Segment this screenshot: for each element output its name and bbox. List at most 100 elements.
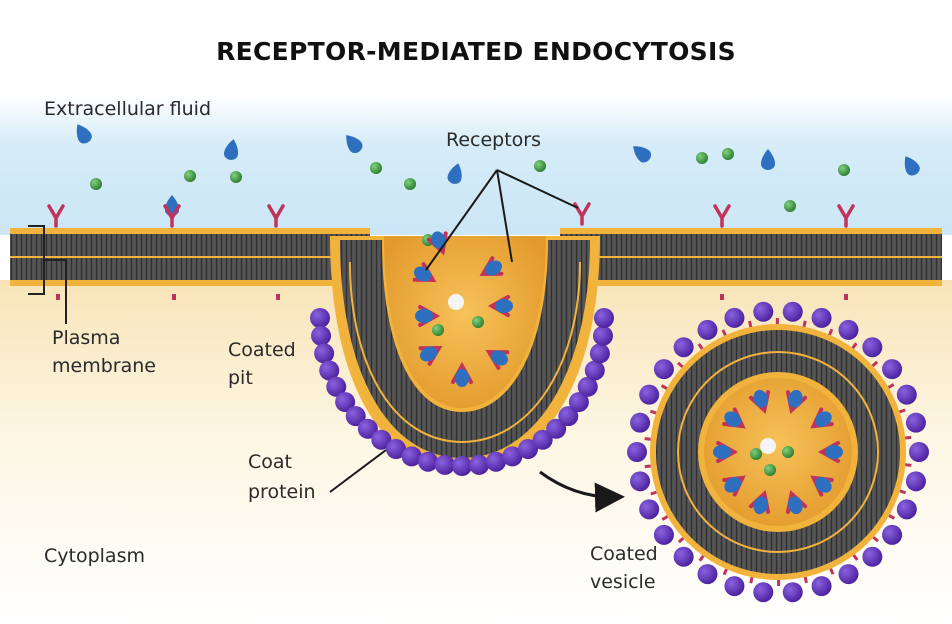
coat-protein-icon <box>485 451 506 472</box>
receptor-ligand-complex-icon <box>415 305 441 327</box>
coat-protein-icon <box>724 307 745 328</box>
ligand-drop-icon <box>633 146 652 163</box>
receptor-stub-icon <box>905 435 912 440</box>
coat-protein-icon <box>882 359 903 380</box>
ligand-sphere-icon <box>230 171 242 183</box>
coat-protein-icon <box>753 301 774 322</box>
coat-protein-icon <box>862 546 883 567</box>
coat-protein-icon <box>811 307 832 328</box>
ligand-drop-icon <box>904 156 920 176</box>
receptor-ligand-complex-icon <box>810 407 834 429</box>
ligand-drop-icon <box>346 135 363 154</box>
receptor-icon <box>713 204 731 228</box>
coat-protein-icon <box>584 360 605 381</box>
vesicle-receptor-ligand-complexes <box>713 389 843 515</box>
plasma-membrane-label-2: membrane <box>52 355 156 377</box>
receptor-icon <box>267 204 285 228</box>
receptor-ligand-complex-icon <box>713 441 739 463</box>
coated-vesicle <box>650 324 906 580</box>
ligand-white-icon <box>760 438 776 454</box>
ligand-sphere-icon <box>432 324 444 336</box>
receptor-stub-icon <box>749 577 754 584</box>
coat-protein-icon <box>653 524 674 545</box>
receptor-stub-icon <box>828 328 834 336</box>
coat-protein-icon <box>905 471 926 492</box>
coat-protein-icon <box>697 319 718 340</box>
coat-protein-icon <box>838 319 859 340</box>
receptor-ligand-complex-icon <box>451 361 473 387</box>
receptor-stub-icon <box>650 490 657 496</box>
receptor-stub-icon <box>722 568 728 576</box>
coat-protein-icon <box>532 429 553 450</box>
ligand-drop-icon <box>761 149 775 170</box>
receptor-stub-icon <box>661 515 669 521</box>
coat-protein-icon <box>311 325 332 346</box>
receptor-icon <box>837 204 855 228</box>
coat-proteins-pit <box>310 308 614 476</box>
coat-protein-icon <box>546 418 567 439</box>
ligand-sphere-icon <box>784 200 796 212</box>
extracellular-region <box>0 95 952 235</box>
coat-protein-icon <box>653 359 674 380</box>
receptor-icon <box>163 204 181 228</box>
receptor-pointer-lines <box>425 169 579 271</box>
coat-protein-icon <box>568 392 589 413</box>
ligand-sphere-icon <box>750 448 762 460</box>
diagram-title: RECEPTOR-MEDIATED ENDOCYTOSIS <box>216 37 736 66</box>
coat-protein-icon <box>314 343 335 364</box>
ligand-sphere-icon <box>764 464 776 476</box>
ligand-sphere-icon <box>370 162 382 174</box>
coat-protein-icon <box>335 392 356 413</box>
receptor-icon <box>47 204 65 228</box>
coat-protein-icon <box>862 337 883 358</box>
coat-protein-icon <box>517 439 538 460</box>
coated-pit-label-2: pit <box>228 367 253 389</box>
receptor-ligand-complex-icon <box>487 295 513 317</box>
coat-protein-icon <box>371 429 392 450</box>
coat-protein-icon <box>469 454 490 475</box>
ligand-drop-icon <box>223 139 239 160</box>
receptor-ligand-complex-icon <box>817 441 843 463</box>
coat-protein-icon <box>896 384 917 405</box>
coat-protein-icon <box>502 446 523 467</box>
coat-protein-icon <box>630 412 651 433</box>
transition-arrow <box>539 470 625 513</box>
coat-protein-icon <box>627 442 647 462</box>
coat-protein-icon <box>882 524 903 545</box>
coat-protein-icon <box>905 412 926 433</box>
receptor-ligand-complex-icon <box>485 349 510 370</box>
ligand-white-icon <box>448 294 464 310</box>
coat-protein-icon <box>811 576 832 597</box>
receptor-stub-icon <box>748 320 753 328</box>
coat-protein-icon <box>697 564 718 585</box>
coat-protein-icon <box>909 442 929 462</box>
coat-protein-pointer <box>329 449 387 493</box>
coat-protein-icon <box>401 446 422 467</box>
coat-protein-icon <box>418 451 439 472</box>
coat-protein-icon <box>673 337 694 358</box>
coat-protein-icon <box>357 418 378 439</box>
receptor-stub-icon <box>644 437 651 441</box>
receptor-tail-icon <box>56 294 60 300</box>
receptor-stub-icon <box>905 463 912 467</box>
ligand-sphere-icon <box>90 178 102 190</box>
receptor-stub-icon <box>649 409 657 415</box>
receptor-stub-icon <box>644 464 651 469</box>
coat-protein-icon <box>592 325 613 346</box>
receptor-tail-icon <box>276 294 280 300</box>
ligand-drop-icon <box>76 124 92 144</box>
coat-protein-icon <box>724 576 745 597</box>
coated-vesicle-label-2: vesicle <box>590 571 656 593</box>
coat-protein-icon <box>896 499 917 520</box>
coat-protein-icon <box>594 308 614 328</box>
receptor-ligand-complex-icon <box>810 475 834 497</box>
pit-receptor-ligand-complexes <box>412 231 513 387</box>
coat-protein-icon <box>639 499 660 520</box>
coat-protein-icon <box>386 439 407 460</box>
receptor-stub-icon <box>803 576 808 584</box>
coat-protein-icon <box>434 454 455 475</box>
coat-protein-icon <box>345 406 366 427</box>
receptor-stub-icon <box>899 408 906 414</box>
